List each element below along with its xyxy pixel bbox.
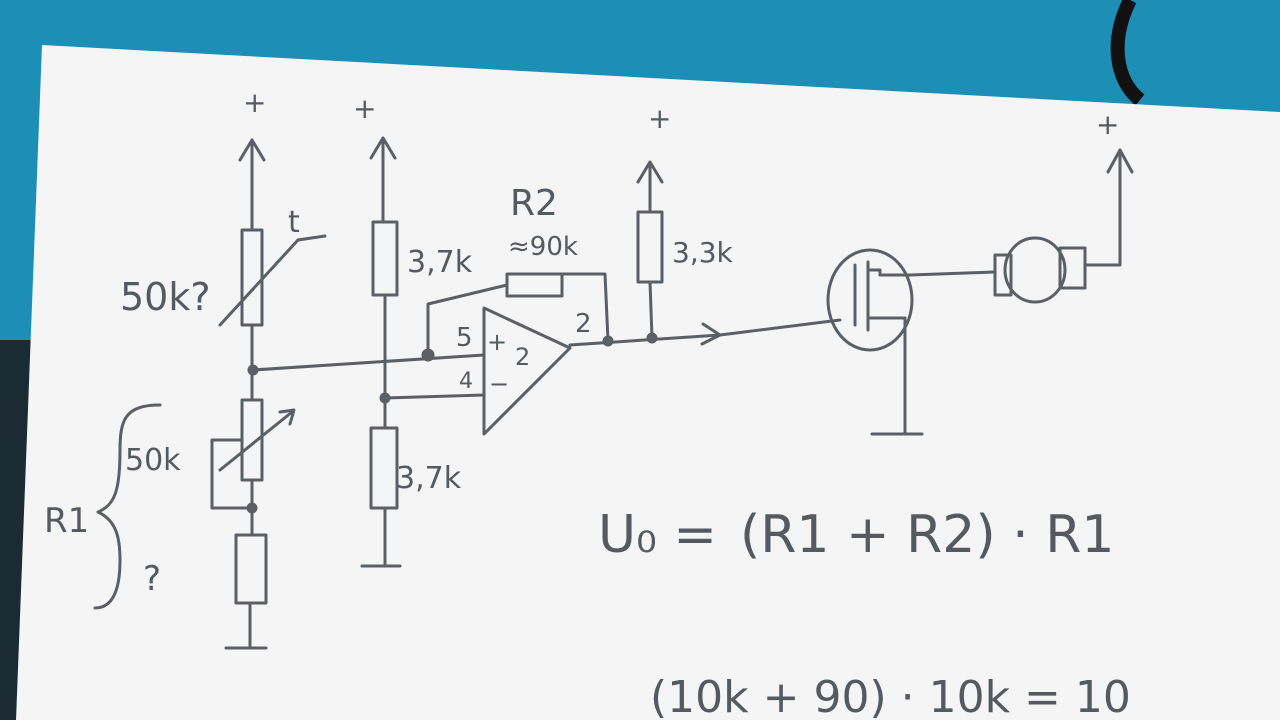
supply-label-2: + <box>353 92 376 125</box>
wire-to-motor <box>908 270 997 277</box>
wire-to-plus-input <box>251 353 486 372</box>
opamp-number-label: 2 <box>515 343 530 371</box>
supply-arrow-2-head <box>369 136 397 160</box>
equation-1-lhs: U₀ = <box>598 505 717 565</box>
equation-2: (10k + 90) · 10k = 10 <box>650 672 1131 720</box>
motor-body <box>1003 236 1067 304</box>
opamp-minus-label: − <box>489 370 509 398</box>
output-wire <box>568 333 722 347</box>
r2-label: R2 <box>510 183 558 224</box>
opamp-triangle <box>482 306 572 436</box>
supply-arrow-3-head <box>636 160 664 184</box>
thermistor-mark: t <box>288 205 300 240</box>
pot-arrow-head <box>278 408 296 426</box>
feedback-wire-right <box>560 272 610 343</box>
supply-arrow-1-head <box>238 138 266 162</box>
thermistor-value: 50k? <box>120 275 211 319</box>
mosfet-circle <box>826 248 914 352</box>
pullup-value: 3,3k <box>672 236 734 269</box>
r1-label: R1 <box>44 501 89 541</box>
thermistor-slash <box>218 238 300 327</box>
wire-to-mosfet <box>718 318 842 337</box>
wire-pullup-down <box>648 280 654 340</box>
node-pot <box>246 502 258 514</box>
divider-top-value: 3,7k <box>407 245 473 280</box>
r2-resistor <box>505 272 564 298</box>
wire-to-minus-input <box>383 393 486 400</box>
thermistor-slash-tail <box>296 234 327 242</box>
pot-bypass <box>210 438 254 510</box>
pin-5-label: 5 <box>456 323 473 353</box>
r1-brace <box>93 403 162 610</box>
feedback-wire-left <box>426 283 509 357</box>
supply-label-4: + <box>1096 108 1119 141</box>
mosfet-source <box>866 316 907 434</box>
paper-sheet <box>16 45 1280 720</box>
supply-arrow-4-head <box>1106 148 1134 174</box>
opamp-plus-label: + <box>487 328 507 356</box>
equation-1-rhs: (R1 + R2) · R1 <box>740 505 1114 565</box>
r2-value: ≈90k <box>508 232 578 262</box>
divider-bottom-value: 3,7k <box>396 461 462 496</box>
schematic <box>93 136 1134 650</box>
node-out <box>602 335 614 347</box>
motor-right-brush <box>1058 246 1087 290</box>
pin-2-label: 2 <box>575 309 592 339</box>
pin-4-label: 4 <box>459 369 473 394</box>
r1-unknown: ? <box>143 559 161 599</box>
motor-left-brush <box>993 253 1013 297</box>
supply-label-1: + <box>243 86 266 119</box>
wire-motor-supply <box>1083 153 1122 267</box>
mosfet-drain <box>866 268 912 277</box>
pot-value: 50k <box>125 443 181 478</box>
cable <box>1110 0 1145 106</box>
supply-label-3: + <box>648 102 671 135</box>
pot-arrow <box>218 410 294 472</box>
